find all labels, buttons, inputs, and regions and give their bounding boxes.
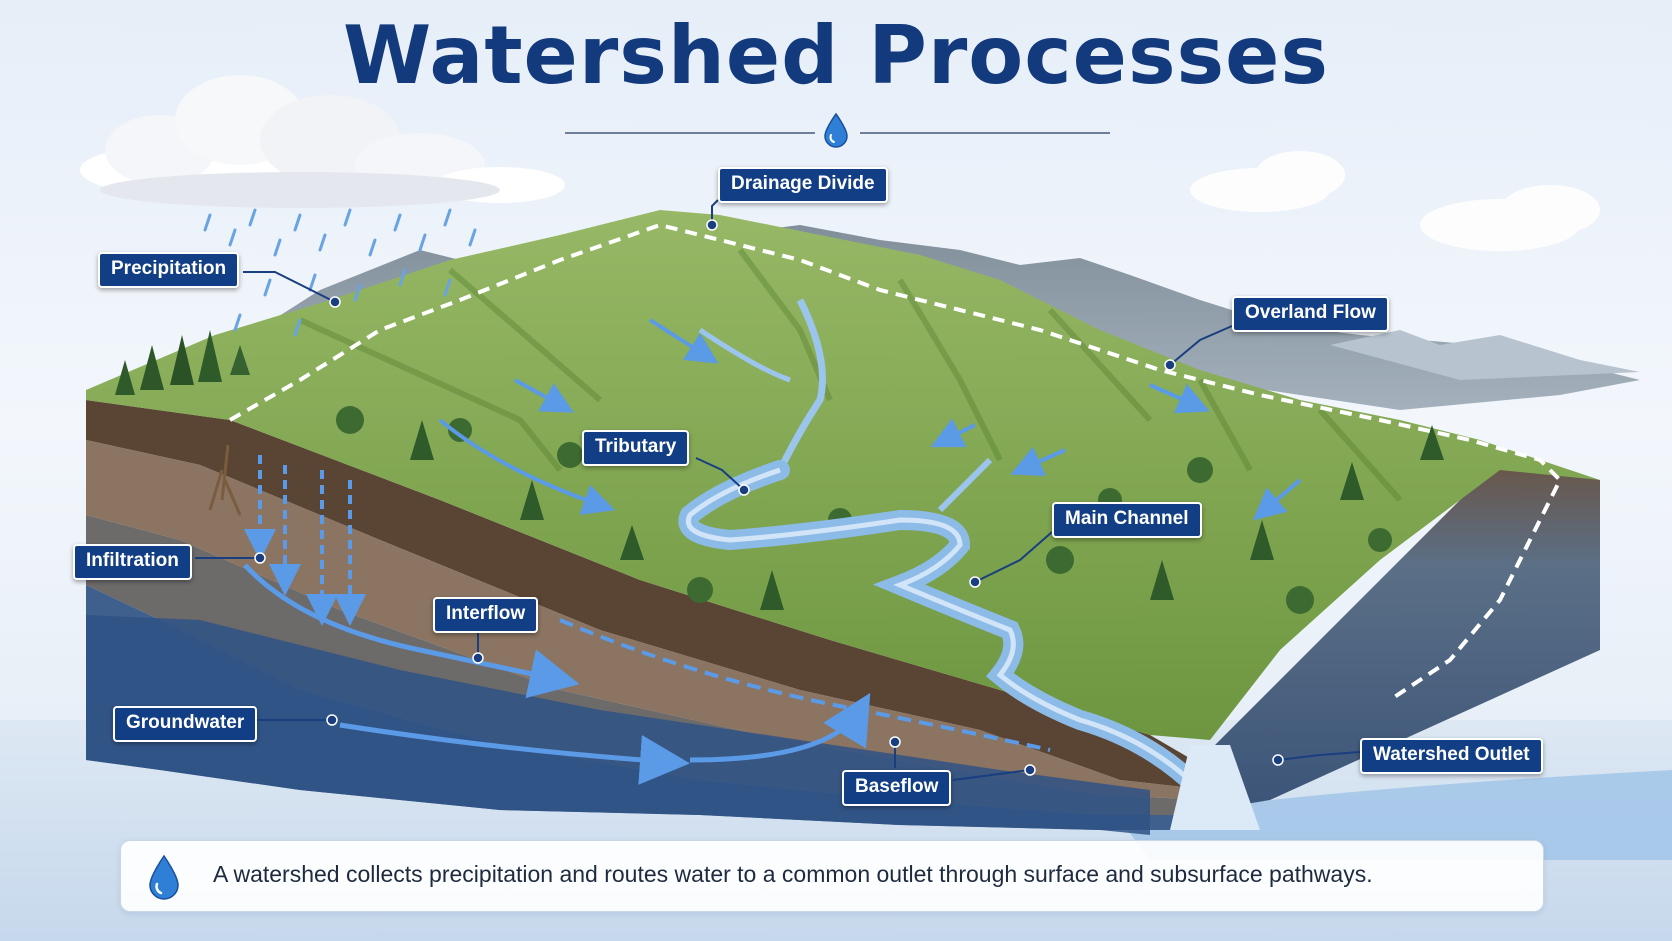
title-rule-right	[860, 132, 1110, 134]
label-tributary: Tributary	[582, 430, 690, 466]
label-groundwater: Groundwater	[113, 706, 258, 742]
right-wall	[1210, 460, 1600, 810]
title-rule-left	[565, 132, 815, 134]
label-overland-flow: Overland Flow	[1232, 296, 1389, 332]
label-interflow: Interflow	[433, 597, 539, 633]
land-surface	[86, 210, 1600, 740]
outlet-water	[1120, 770, 1672, 860]
label-infiltration: Infiltration	[73, 544, 192, 580]
tributary-stream-left	[776, 298, 826, 472]
infiltration-arrows	[244, 455, 366, 626]
label-baseflow: Baseflow	[842, 770, 952, 806]
water-drop-icon	[149, 854, 179, 900]
tributary-stream-right	[937, 457, 993, 513]
cloud-icon	[1190, 151, 1600, 251]
label-watershed-outlet: Watershed Outlet	[1360, 738, 1543, 774]
overland-flow-arrows	[438, 318, 1302, 521]
strata-topsoil	[86, 400, 1210, 790]
water-drop-icon	[824, 112, 848, 148]
strata-brown	[86, 440, 1210, 800]
label-precipitation: Precipitation	[98, 252, 240, 288]
label-main-channel: Main Channel	[1052, 502, 1202, 538]
tree-icon	[115, 330, 1444, 614]
callout-leaders	[195, 199, 1361, 781]
cloud-icon	[80, 75, 565, 208]
tree-roots	[208, 444, 242, 516]
label-drainage-divide: Drainage Divide	[718, 167, 888, 203]
caption-box: A watershed collects precipitation and r…	[120, 840, 1544, 912]
baseflow-arrow	[689, 692, 871, 763]
groundwater-arrow	[339, 722, 690, 785]
main-river-highlight	[686, 467, 1202, 792]
interflow-arrow	[243, 563, 580, 699]
waterfall	[1170, 745, 1260, 830]
drainage-divide-line	[229, 222, 1563, 702]
caption-text: A watershed collects precipitation and r…	[213, 861, 1373, 887]
far-range	[1330, 330, 1640, 380]
ridge-shading	[298, 248, 1403, 502]
callout-dots	[254, 219, 1284, 776]
page-title: Watershed Processes	[342, 9, 1330, 102]
